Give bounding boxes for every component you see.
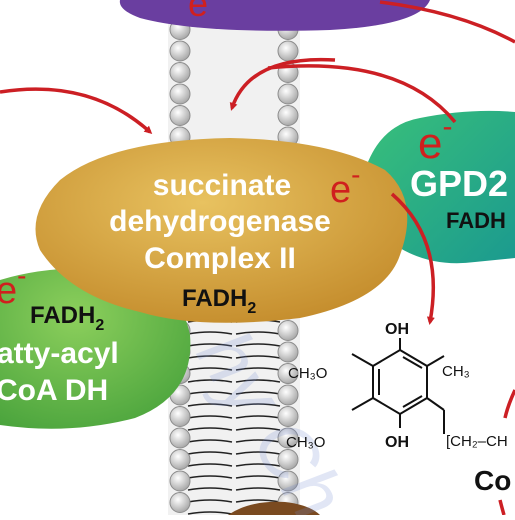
- lipid-head-right: [277, 449, 299, 470]
- lipid-head-right: [277, 384, 299, 406]
- lipid-tail-left: [187, 487, 233, 491]
- lipid-tail-right: [235, 427, 281, 431]
- gpd2-label: GPD2: [410, 163, 508, 204]
- succinate-dehydrogenase-blob: [35, 138, 408, 323]
- lipid-head-left: [169, 427, 191, 449]
- lipid-head-left: [169, 492, 191, 513]
- lipid-head-right: [277, 40, 299, 62]
- lipid-tail-right: [235, 463, 281, 467]
- lipid-head-right: [277, 406, 299, 427]
- coq-oh-bottom: OH: [385, 434, 409, 451]
- arrow-right-edge: [503, 389, 515, 419]
- lipid-head-right: [277, 363, 299, 384]
- lipid-head-left: [169, 449, 191, 470]
- lipid-head-left: [169, 83, 191, 105]
- lipid-tail-right: [235, 487, 281, 491]
- electron-top: e-: [188, 0, 217, 24]
- lipid-tail-left: [187, 415, 233, 419]
- lipid-head-right: [277, 83, 299, 105]
- lipid-head-left: [169, 105, 191, 126]
- lipid-tail-left: [187, 367, 233, 371]
- lipid-tail-right: [235, 367, 281, 371]
- lipid-tail-right: [235, 379, 281, 383]
- lipid-tail-left: [187, 379, 233, 383]
- lipid-head-left: [169, 406, 191, 427]
- lipid-head-right: [277, 105, 299, 126]
- lipid-tail-left: [187, 403, 233, 407]
- lipid-head-left: [169, 62, 191, 83]
- coq-oh-top: OH: [385, 321, 409, 338]
- electron-gpd2: e-: [418, 110, 452, 168]
- lipid-tail-left: [187, 463, 233, 467]
- coq-label: Co: [474, 465, 511, 496]
- arrow-top-to-sdh: [229, 57, 336, 111]
- fatty-acyl-label: atty-acyl: [0, 337, 119, 370]
- coq-methoxy-bottom: CH₃O: [286, 434, 325, 451]
- lipid-head-right: [277, 341, 299, 363]
- lipid-tail-left: [187, 391, 233, 395]
- fatty-acyl-fadh2-label: FADH2: [30, 302, 104, 334]
- coq-tail: [CH₂–CH: [446, 433, 508, 450]
- coenzyme-q-structure: [351, 338, 445, 434]
- lipid-tail-right: [235, 331, 281, 335]
- lipid-head-right: [277, 470, 299, 492]
- arrow-bottom-right: [498, 499, 506, 516]
- lipid-tail-left: [187, 499, 233, 503]
- coq-methyl: CH₃: [442, 363, 470, 380]
- complex-ii-label: Complex II: [144, 242, 296, 275]
- gpd2-fadh-label: FADH: [446, 208, 506, 233]
- lipid-tail-left: [187, 475, 233, 479]
- lipid-tail-right: [235, 343, 281, 347]
- lipid-tail-right: [235, 355, 281, 359]
- electron-left: e-: [0, 260, 26, 312]
- succinate-label: succinate: [153, 169, 291, 202]
- lipid-tail-left: [187, 355, 233, 359]
- arrow-gpd2-to-top: [267, 64, 457, 124]
- lipid-tail-right: [235, 403, 281, 407]
- top-complex-blob: [119, 0, 431, 31]
- dehydrogenase-label: dehydrogenase: [109, 205, 331, 238]
- lipid-head-right: [277, 320, 299, 341]
- lipid-tail-left: [187, 343, 233, 347]
- arrow-left-to-sdh: [0, 87, 153, 135]
- lipid-tail-left: [187, 511, 233, 515]
- arrow-top-right: [379, 0, 515, 44]
- lipid-head-left: [169, 470, 191, 492]
- coq-methoxy-top: CH₃O: [288, 365, 327, 382]
- lipid-head-left: [169, 40, 191, 62]
- lipid-tail-right: [235, 499, 281, 503]
- lipid-tail-left: [187, 451, 233, 455]
- lipid-tail-left: [187, 439, 233, 443]
- lipid-tail-left: [187, 427, 233, 431]
- lipid-tail-right: [235, 451, 281, 455]
- bottom-complex-blob: [228, 501, 320, 515]
- arrow-sdh-to-coq: [390, 192, 436, 325]
- lipid-tail-right: [235, 415, 281, 419]
- sdh-fadh2-label: FADH2: [182, 285, 256, 317]
- lipid-tail-right: [235, 439, 281, 443]
- lipid-tail-right: [235, 475, 281, 479]
- electron-succinate: e-: [330, 159, 360, 211]
- lipid-head-right: [277, 427, 299, 449]
- coa-dh-label: CoA DH: [0, 374, 108, 407]
- lipid-tail-right: [235, 391, 281, 395]
- lipid-tail-left: [187, 331, 233, 335]
